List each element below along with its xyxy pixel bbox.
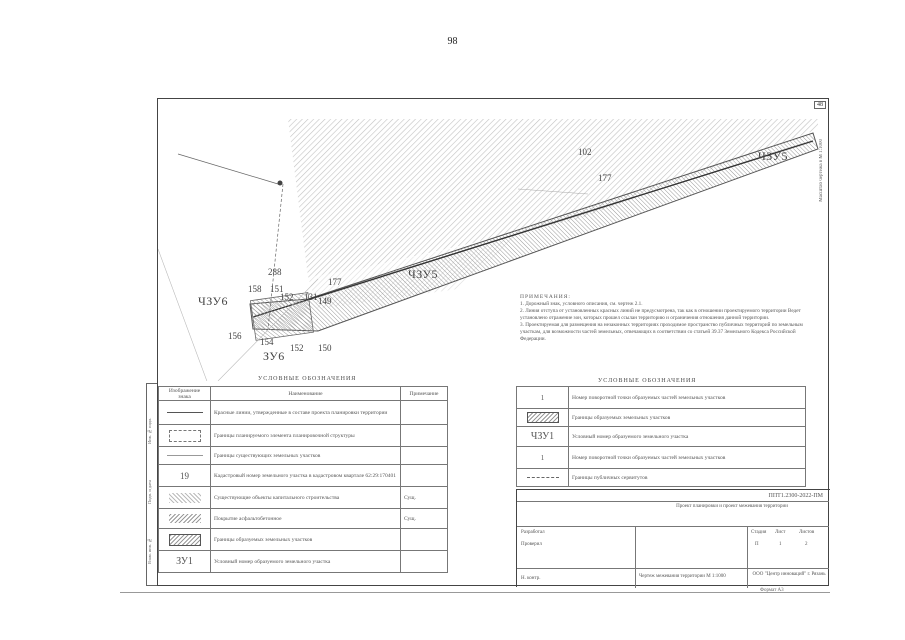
zone-label: ЧЗУ6 [198,294,229,308]
legend-name: Условный номер образуемого земельного уч… [568,426,806,447]
stamp-role: Разработал [521,530,545,535]
parcel-label: 152 [280,292,294,302]
legend-note [400,400,448,425]
left-binding-strip: Инв. № подл. Подп. и дата Взам. инв. № [146,383,157,586]
stamp-code: ППТ1.2300-2022-ПМ [517,490,829,502]
stamp-sheet-header: Лист [775,530,786,535]
legend-name: Номер поворотной точки образуемых частей… [568,386,806,409]
stamp-role: Проверил [521,542,542,547]
parcel-label: 156 [228,331,242,341]
legend-symbol-zu: ЗУ1 [158,550,211,573]
scale-side-note: Масштаб чертежа в М 1:1000 [819,139,824,202]
parcel-label: 149 [318,296,332,306]
strip-label: Подп. и дата [147,479,152,504]
corner-zone [250,292,314,341]
stamp-drawing-title: Чертеж межевания территории М 1:1000 [639,574,726,579]
parcel-label: 154 [260,337,274,347]
legend-name: Красные линии, утвержденные в составе пр… [210,400,401,425]
legend-symbol-formed [158,528,211,551]
stamp-stage-header: Стадия [751,530,767,535]
page-baseline [120,592,830,593]
legend-symbol-point: 1 [516,386,569,409]
legend-note: Сущ. [400,486,448,509]
legend-note [400,424,448,447]
sheet-number-box: 48 [814,101,826,109]
notes-block: ПРИМЕЧАНИЯ: 1. Дорожный знак, условного … [520,294,810,343]
legend-header: Наименование [210,386,401,401]
legend-symbol-planning [158,424,211,447]
legend-left-table: Изображение знака Наименование Примечани… [158,386,448,573]
legend-symbol-formed [516,408,569,427]
parcel-label: 177 [598,173,612,183]
legend-symbol-building [158,486,211,509]
parcel-label: 288 [268,267,282,277]
note-item: 2. Линия отступа от установленных красны… [520,308,801,321]
legend-left-title: УСЛОВНЫЕ ОБОЗНАЧЕНИЯ [258,376,357,382]
legend-right-title: УСЛОВНЫЕ ОБОЗНАЧЕНИЯ [598,378,697,384]
parcel-label: 131 [304,292,318,302]
legend-symbol-cadastral: 19 [158,464,211,487]
legend-name: Покрытие асфальтобетонное [210,508,401,529]
legend-note [400,446,448,465]
legend-symbol-red-line [158,400,211,425]
note-item: 1. Дорожный знак, условного описания, см… [520,301,643,307]
zone-label: ЗУ6 [263,349,285,363]
zone-label: ЧЗУ5 [408,267,439,281]
legend-name: Кадастровый номер земельного участка в к… [210,464,401,487]
legend-note [400,550,448,573]
stamp-role: Н. контр. [521,576,541,581]
legend-name: Границы публичных сервитутов [568,468,806,487]
cadastral-map [158,119,819,381]
hatched-area [288,119,818,277]
legend-header: Изображение знака [158,386,211,401]
legend-name: Границы существующих земельных участков [210,446,401,465]
parcel-label: 150 [318,343,332,353]
legend-symbol-existing [158,446,211,465]
legend-name: Номер поворотной точки образуемых частей… [568,446,806,469]
legend-name: Условный номер образуемого земельного уч… [210,550,401,573]
parcel-label: 177 [328,277,342,287]
legend-symbol-point: 1 [516,446,569,469]
stamp-stage: П [755,542,759,547]
parcel-label: 102 [578,147,592,157]
strip-label: Инв. № подл. [147,417,152,444]
stamp-org: ООО "Центр инноваций" г. Рязань [752,572,826,577]
legend-name: Существующие объекты капитального строит… [210,486,401,509]
format-label: Формат А3 [760,588,784,593]
legend-name: Границы образуемых земельных участков [210,528,401,551]
parcel-label: 158 [248,284,262,294]
legend-symbol-chzu: ЧЗУ1 [516,426,569,447]
legend-note: Сущ. [400,508,448,529]
stamp-sheet: 1 [779,542,782,547]
legend-symbol-asphalt [158,508,211,529]
parcel-label: 152 [290,343,304,353]
legend-header: Примечание [400,386,448,401]
parcel-label: 151 [270,284,284,294]
title-block: ППТ1.2300-2022-ПМ Проект планировки и пр… [516,489,830,588]
page-number: 98 [447,36,458,47]
strip-label: Взам. инв. № [147,537,152,564]
zone-label: ЧЗУ5 [758,149,789,163]
stamp-object: Проект планировки и проект межевания тер… [676,504,788,509]
drawing-sheet: 48 Масштаб чертежа в М 1:1000 102 177 17… [157,98,830,588]
legend-symbol-servitude [516,468,569,487]
note-item: 3. Проектируемая для размещения на незак… [520,322,803,342]
legend-name: Границы образуемых земельных участков [568,408,806,427]
legend-note [400,464,448,487]
legend-name: Границы планируемого элемента планировоч… [210,424,401,447]
notes-title: ПРИМЕЧАНИЯ: [520,294,571,300]
stamp-sheets-header: Листов [799,530,815,535]
stamp-sheets: 2 [805,542,808,547]
legend-note [400,528,448,551]
